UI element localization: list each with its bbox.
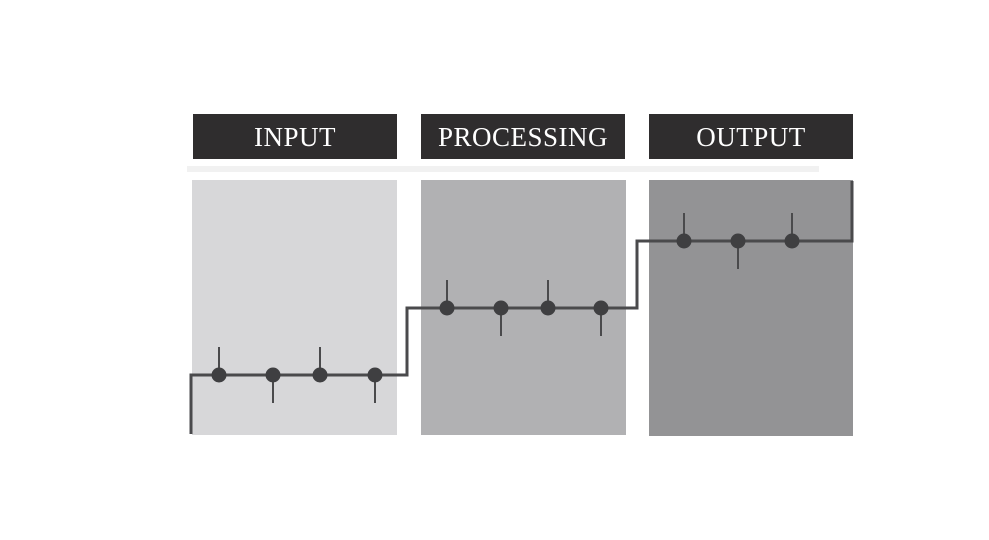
panel-output: [649, 180, 853, 436]
node-processing-1: [439, 300, 455, 316]
node-processing-3: [540, 300, 556, 316]
header-input-label: INPUT: [254, 122, 336, 152]
nodes: [211, 233, 800, 383]
header-output-label: OUTPUT: [696, 122, 806, 152]
node-output-1: [676, 233, 692, 249]
header-processing: [421, 114, 625, 159]
node-input-2: [265, 367, 281, 383]
header-output: [649, 114, 853, 159]
node-processing-2: [493, 300, 509, 316]
flow-step-line: [189, 181, 854, 434]
node-input-3: [312, 367, 328, 383]
header-processing-label: PROCESSING: [438, 122, 608, 152]
node-processing-4: [593, 300, 609, 316]
node-input-4: [367, 367, 383, 383]
panel-input: [192, 180, 397, 435]
node-output-3: [784, 233, 800, 249]
header-input: [193, 114, 397, 159]
node-output-2: [730, 233, 746, 249]
divider-band: [187, 166, 819, 172]
node-input-1: [211, 367, 227, 383]
